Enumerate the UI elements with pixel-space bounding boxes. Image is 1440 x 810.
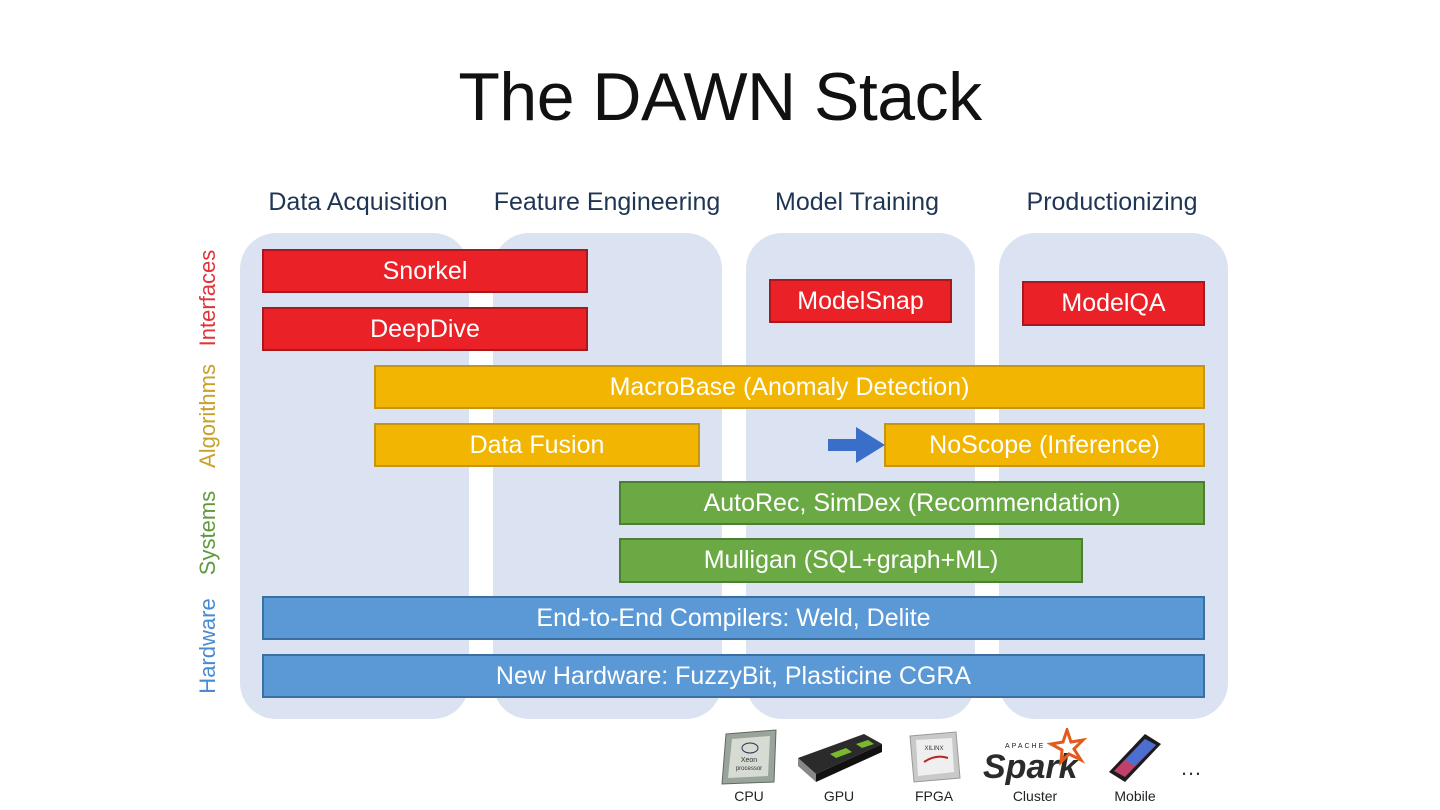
hardware-label-cpu: CPU xyxy=(734,788,764,804)
hardware-target-cluster: APACHE Spark Cluster xyxy=(980,728,1090,804)
lane-data-acquisition xyxy=(240,233,469,719)
svg-text:Spark: Spark xyxy=(983,748,1080,786)
svg-text:Xeon: Xeon xyxy=(741,757,757,764)
column-header-feature-engineering: Feature Engineering xyxy=(493,188,721,216)
arrow-right-icon xyxy=(828,427,885,463)
box-mulligan: Mulligan (SQL+graph+ML) xyxy=(619,538,1083,583)
lane-feature-engineering xyxy=(493,233,722,719)
svg-text:APACHE: APACHE xyxy=(1005,743,1045,750)
cpu-chip-icon: Xeon processor xyxy=(721,729,777,785)
column-header-data-acquisition: Data Acquisition xyxy=(268,188,448,216)
more-targets-ellipsis: … xyxy=(1180,755,1204,780)
hardware-label-gpu: GPU xyxy=(823,788,855,804)
box-new-hardware: New Hardware: FuzzyBit, Plasticine CGRA xyxy=(262,654,1205,698)
box-macrobase: MacroBase (Anomaly Detection) xyxy=(374,365,1205,409)
box-modelqa: ModelQA xyxy=(1022,281,1205,326)
svg-text:XILINX: XILINX xyxy=(924,746,943,752)
hardware-label-mobile: Mobile xyxy=(1114,788,1156,804)
hardware-target-fpga: XILINX FPGA xyxy=(902,728,966,804)
box-data-fusion: Data Fusion xyxy=(374,423,700,467)
fpga-chip-icon: XILINX xyxy=(909,731,961,783)
hardware-target-cpu: Xeon processor CPU xyxy=(714,728,784,804)
box-noscope: NoScope (Inference) xyxy=(884,423,1205,467)
box-end-to-end-compilers: End-to-End Compilers: Weld, Delite xyxy=(262,596,1205,640)
apache-spark-logo: APACHE Spark xyxy=(983,728,1088,786)
box-snorkel: Snorkel xyxy=(262,249,588,293)
smartphone-icon xyxy=(1109,734,1161,782)
svg-text:processor: processor xyxy=(736,766,762,772)
gpu-card-icon xyxy=(798,734,882,782)
hardware-label-cluster: Cluster xyxy=(1012,788,1058,804)
box-modelsnap: ModelSnap xyxy=(769,279,952,323)
slide-title: The DAWN Stack xyxy=(458,59,982,135)
box-autorec-simdex: AutoRec, SimDex (Recommendation) xyxy=(619,481,1205,525)
hardware-target-mobile: Mobile xyxy=(1102,728,1168,804)
hardware-label-fpga: FPGA xyxy=(914,788,954,804)
column-header-productionizing: Productionizing xyxy=(1026,188,1198,216)
hardware-target-gpu: GPU xyxy=(793,728,885,804)
column-header-model-training: Model Training xyxy=(775,188,939,216)
layer-label-hardware: Hardware xyxy=(195,598,220,694)
box-deepdive: DeepDive xyxy=(262,307,588,351)
